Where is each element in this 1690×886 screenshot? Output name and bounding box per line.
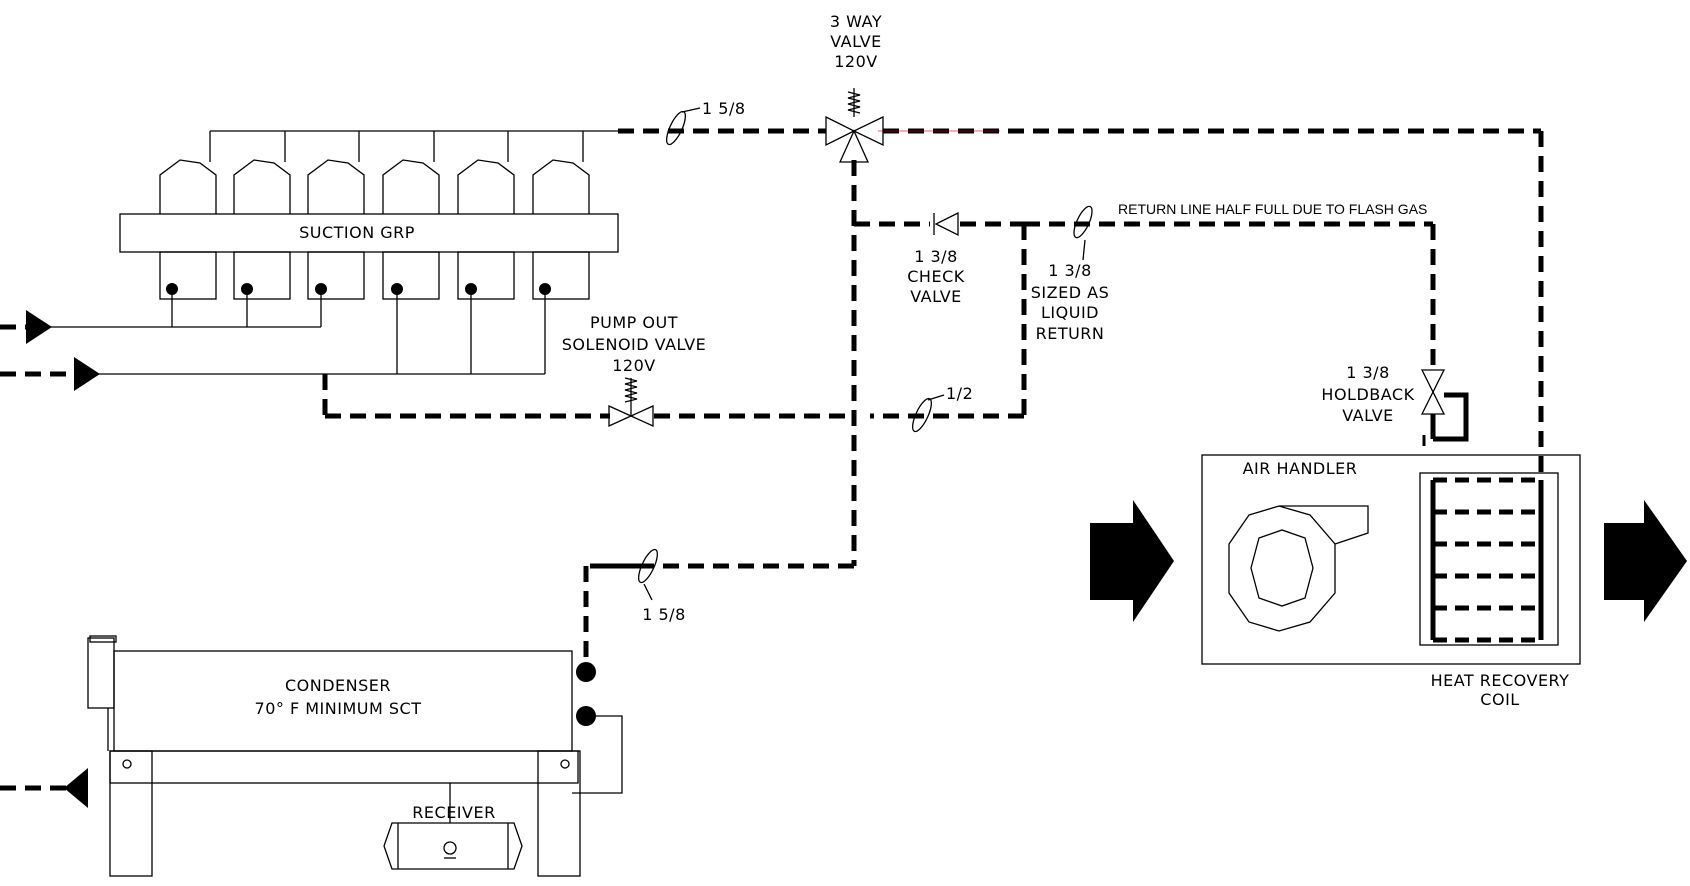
pump-out-line [322, 374, 854, 419]
liquid-out-arrow-icon [64, 768, 88, 808]
svg-text:COIL: COIL [1480, 690, 1519, 709]
svg-text:VALVE: VALVE [1342, 406, 1394, 425]
compressor-bodies [159, 251, 590, 300]
inlet-arrow-icon [26, 310, 52, 344]
discharge-piping [583, 128, 1544, 660]
svg-text:VALVE: VALVE [910, 287, 962, 306]
holdback-valve-label: 1 3/8 HOLDBACK VALVE [1321, 363, 1414, 425]
pipe-size-callout-half: 1/2 [911, 384, 973, 433]
svg-text:VALVE: VALVE [830, 32, 882, 51]
svg-text:SIZED AS: SIZED AS [1031, 283, 1109, 302]
heat-recovery-coil-label: HEAT RECOVERY COIL [1431, 671, 1570, 709]
three-way-valve-label: 3 WAY VALVE 120V [830, 12, 882, 71]
blower-fan-icon [1228, 505, 1369, 632]
pipe-size-callout-lower: 1 5/8 [637, 548, 686, 624]
pump-out-valve-icon [608, 377, 654, 428]
svg-text:120V: 120V [612, 356, 655, 375]
condenser: CONDENSER 70° F MINIMUM SCT [0, 635, 623, 877]
holdback-valve-icon [1420, 369, 1469, 446]
condenser-end-plate [87, 637, 115, 709]
sight-glass-icon [443, 841, 457, 855]
airflow-in-arrow-icon [1090, 500, 1174, 622]
airflow-out-arrow-icon [1604, 500, 1687, 622]
svg-text:1 3/8: 1 3/8 [1048, 261, 1092, 280]
svg-text:1 5/8: 1 5/8 [642, 605, 686, 624]
svg-text:1 3/8: 1 3/8 [1346, 363, 1390, 382]
suction-group-box [119, 213, 619, 253]
compressor-ports [166, 283, 551, 295]
condenser-sct-label: 70° F MINIMUM SCT [255, 699, 422, 718]
svg-text:1 3/8: 1 3/8 [914, 247, 958, 266]
svg-text:LIQUID: LIQUID [1041, 303, 1099, 322]
three-way-valve-icon [825, 88, 884, 163]
condenser-outlet-port [576, 706, 596, 726]
svg-text:120V: 120V [834, 52, 877, 71]
svg-text:3 WAY: 3 WAY [830, 12, 882, 31]
suction-group: SUCTION GRP [0, 130, 619, 391]
return-line-note: RETURN LINE HALF FULL DUE TO FLASH GAS [1118, 201, 1427, 217]
air-handler: AIR HANDLER [1201, 454, 1581, 665]
return-line [854, 221, 1436, 419]
pump-out-valve-label: PUMP OUT SOLENOID VALVE 120V [562, 313, 707, 375]
svg-text:CHECK: CHECK [907, 267, 964, 286]
receiver: RECEIVER [383, 783, 523, 870]
heat-recovery-coil [1419, 472, 1559, 646]
svg-text:1/2: 1/2 [946, 384, 973, 403]
check-valve-label: 1 3/8 CHECK VALVE [907, 247, 964, 306]
compressor-heads [159, 159, 590, 214]
svg-text:1 5/8: 1 5/8 [702, 99, 746, 118]
air-handler-box [1201, 454, 1581, 665]
svg-text:HOLDBACK: HOLDBACK [1321, 385, 1414, 404]
liquid-return-label: 1 3/8 SIZED AS LIQUID RETURN [1031, 261, 1109, 343]
svg-text:PUMP OUT: PUMP OUT [590, 313, 678, 332]
check-valve-icon [933, 211, 959, 237]
svg-text:RETURN: RETURN [1036, 324, 1105, 343]
receiver-label: RECEIVER [412, 803, 495, 822]
condenser-inlet-port [576, 662, 596, 682]
condenser-label: CONDENSER [285, 676, 391, 695]
return-line-callout: RETURN LINE HALF FULL DUE TO FLASH GAS [1073, 201, 1427, 261]
pipe-size-callout-top: 1 5/8 [665, 99, 746, 146]
svg-text:SOLENOID VALVE: SOLENOID VALVE [562, 335, 707, 354]
compressor-manifold [50, 289, 546, 375]
inlet-arrow-icon [74, 357, 100, 391]
air-handler-label: AIR HANDLER [1243, 459, 1358, 478]
suction-group-label: SUCTION GRP [299, 223, 415, 242]
svg-text:HEAT RECOVERY: HEAT RECOVERY [1431, 671, 1570, 690]
